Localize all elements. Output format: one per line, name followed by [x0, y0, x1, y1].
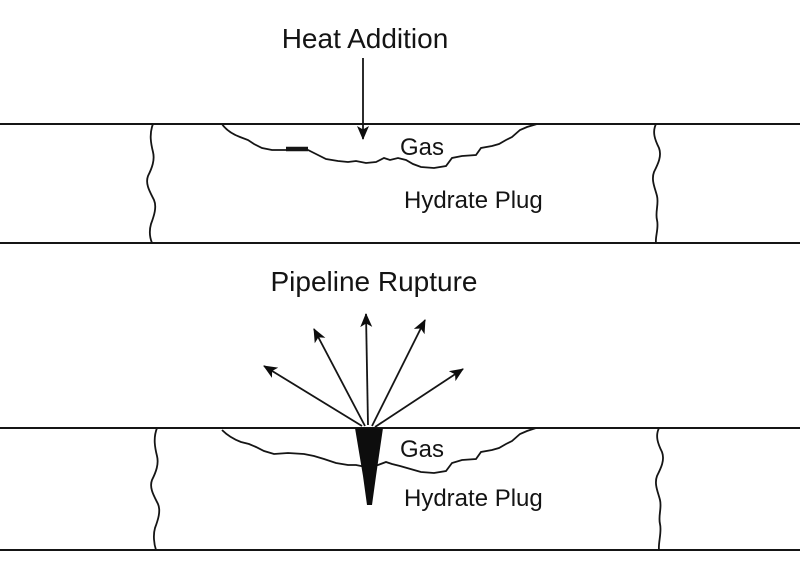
gas-label-bottom: Gas — [400, 436, 444, 463]
plug-right-boundary — [652, 123, 661, 244]
jet-arrow-1 — [263, 365, 363, 427]
plug-left-boundary — [146, 123, 157, 244]
jet-arrow-3 — [360, 313, 373, 426]
gas-pocket-outline-bottom-panel — [221, 427, 537, 474]
rupture-jet-arrows — [263, 313, 464, 428]
hydrate-plug-label-bottom: Hydrate Plug — [404, 485, 543, 512]
rupture-wedge — [355, 428, 383, 505]
hydrate-plug-label-top: Hydrate Plug — [404, 187, 543, 214]
plug-left-boundary-bottom-panel — [150, 427, 161, 551]
plug-right-boundary-bottom-panel — [655, 427, 664, 551]
gas-label-top: Gas — [400, 134, 444, 161]
jet-arrow-5 — [374, 368, 464, 428]
heat-addition-title: Heat Addition — [282, 23, 449, 54]
pipeline-rupture-panel: Pipeline Rupture Gas Hydrate Plug — [0, 266, 800, 551]
jet-arrow-2 — [313, 328, 366, 427]
gas-pocket-outline — [221, 123, 538, 169]
jet-arrow-4 — [371, 319, 426, 427]
heat-addition-panel: Heat Addition Gas Hydrate Plug — [0, 23, 800, 244]
pipeline-rupture-title: Pipeline Rupture — [270, 266, 477, 297]
